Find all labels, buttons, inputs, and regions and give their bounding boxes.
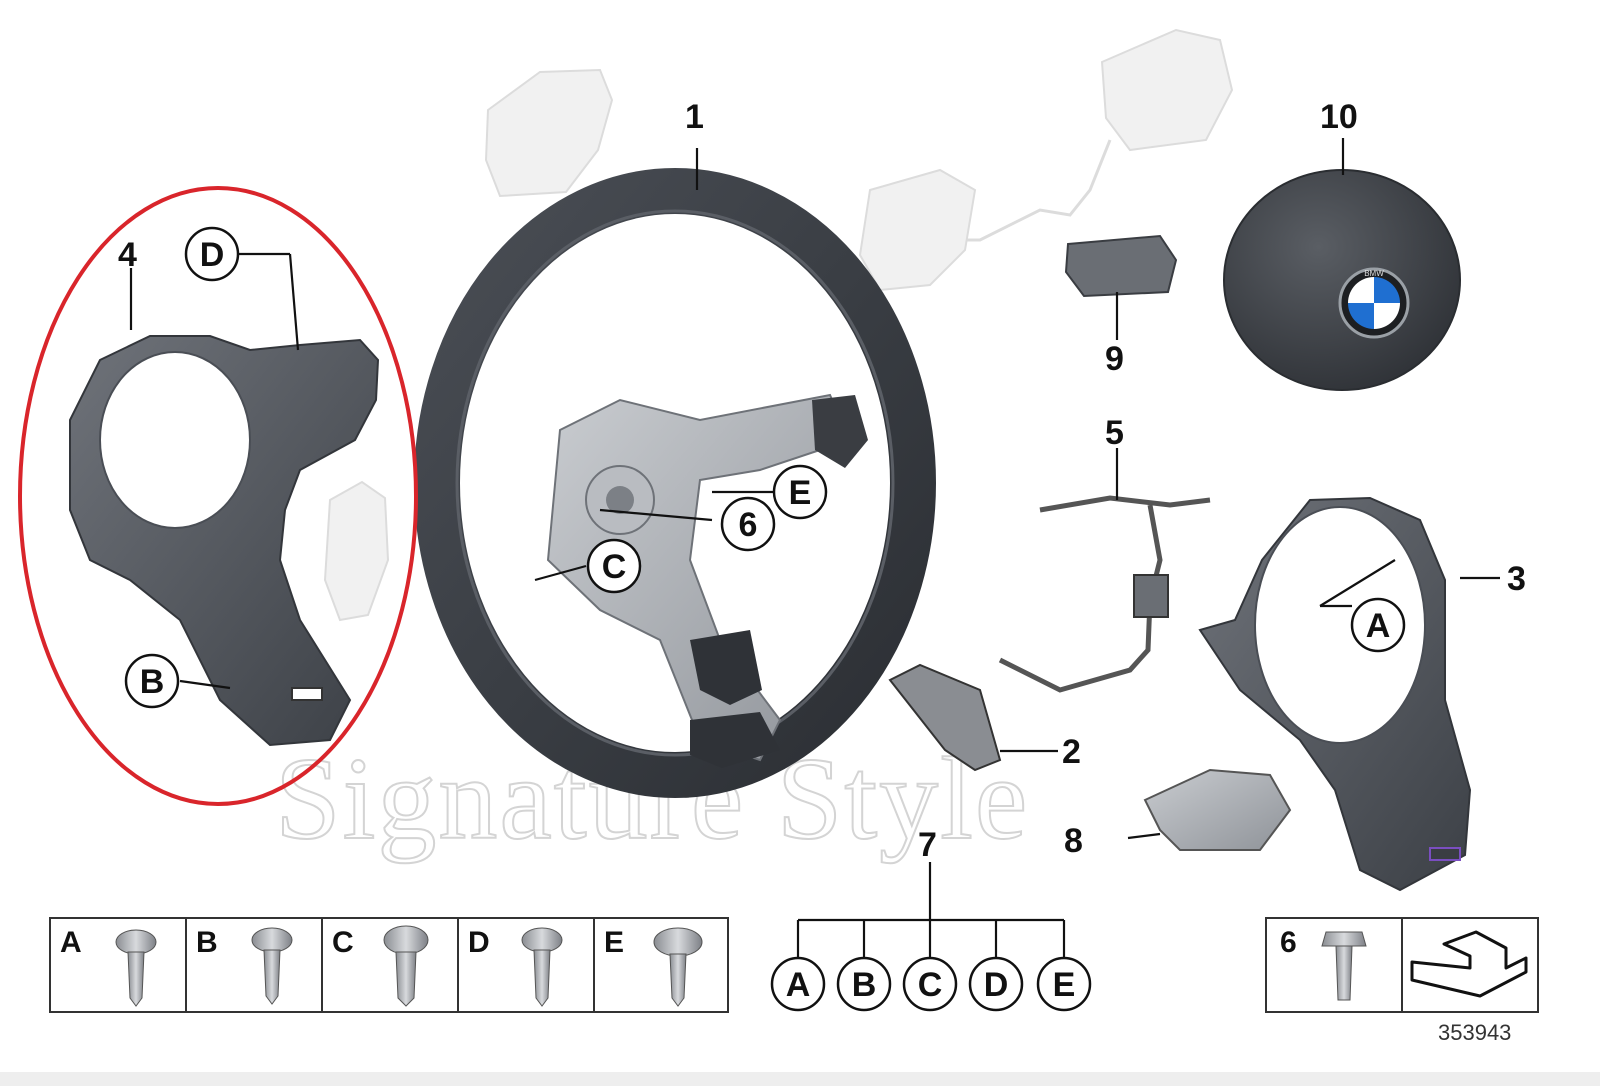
legend-number-6: 6 xyxy=(1280,926,1297,959)
callout-a: A xyxy=(1350,597,1406,653)
group-7-bracket xyxy=(796,862,1066,958)
bottom-bar xyxy=(0,1072,1600,1086)
svg-text:E: E xyxy=(1053,966,1076,1004)
cover-part-8 xyxy=(1143,768,1292,851)
group-7-callout-c: C xyxy=(902,956,958,1012)
trim-cover-part-4 xyxy=(69,335,380,747)
svg-text:E: E xyxy=(789,474,812,512)
svg-text:C: C xyxy=(602,548,627,586)
ghost-control-panel-left xyxy=(858,168,977,292)
bolt-icon xyxy=(1321,931,1367,1001)
wiring-harness-part-5 xyxy=(998,495,1211,693)
part-number-1: 1 xyxy=(685,98,704,136)
callout-c: C xyxy=(586,538,642,594)
symbol-pictogram-icon xyxy=(1410,930,1528,998)
part-number-2: 2 xyxy=(1062,733,1081,771)
svg-text:C: C xyxy=(918,966,943,1004)
part-number-5: 5 xyxy=(1105,414,1124,452)
group-7-callout-e: E xyxy=(1036,956,1092,1012)
part-number-3: 3 xyxy=(1507,560,1526,598)
highlight-ellipse xyxy=(18,186,418,806)
screw-d-icon xyxy=(521,927,563,1007)
leader-lines xyxy=(129,138,1500,840)
steering-wheel xyxy=(414,168,936,798)
svg-text:B: B xyxy=(852,966,877,1004)
group-7-callout-a: A xyxy=(770,956,826,1012)
group-7-callout-b: B xyxy=(836,956,892,1012)
group-7-callout-d: D xyxy=(968,956,1024,1012)
callout-d: D xyxy=(184,226,240,282)
screw-e-icon xyxy=(653,927,703,1007)
svg-text:A: A xyxy=(786,966,811,1004)
reference-number: 353943 xyxy=(1438,1020,1511,1045)
part-number-7: 7 xyxy=(918,826,937,864)
screw-label-b: B xyxy=(196,926,218,959)
ghost-paddle-middle xyxy=(323,480,390,622)
ghost-paddle-left xyxy=(484,68,614,198)
part-number-9: 9 xyxy=(1105,340,1124,378)
svg-text:D: D xyxy=(984,966,1009,1004)
svg-text:B: B xyxy=(140,663,165,701)
airbag-logo-text: BMW xyxy=(1364,269,1384,278)
screw-label-a: A xyxy=(60,926,82,959)
screw-label-d: D xyxy=(468,926,490,959)
callout-b: B xyxy=(124,653,180,709)
screw-b-icon xyxy=(251,927,293,1005)
ghost-control-panel-top xyxy=(940,28,1234,242)
airbag-module xyxy=(1223,169,1461,391)
svg-text:A: A xyxy=(1366,607,1391,645)
legend-box: 6 xyxy=(1265,917,1539,1013)
screw-label-c: C xyxy=(332,926,354,959)
connector-part-2 xyxy=(888,663,1002,772)
part-number-4: 4 xyxy=(118,236,137,274)
screw-c-icon xyxy=(383,925,429,1007)
screw-label-e: E xyxy=(604,926,624,959)
part-number-10: 10 xyxy=(1320,98,1358,136)
svg-text:6: 6 xyxy=(739,506,758,544)
part-number-8: 8 xyxy=(1064,822,1083,860)
control-module-part-9 xyxy=(1064,234,1178,298)
callout-6: 6 xyxy=(720,496,776,552)
m-trim-part-3 xyxy=(1198,496,1472,892)
callout-e: E xyxy=(772,464,828,520)
svg-text:D: D xyxy=(200,236,225,274)
screw-a-icon xyxy=(115,929,157,1007)
screw-table: A B C D E xyxy=(49,917,729,1013)
